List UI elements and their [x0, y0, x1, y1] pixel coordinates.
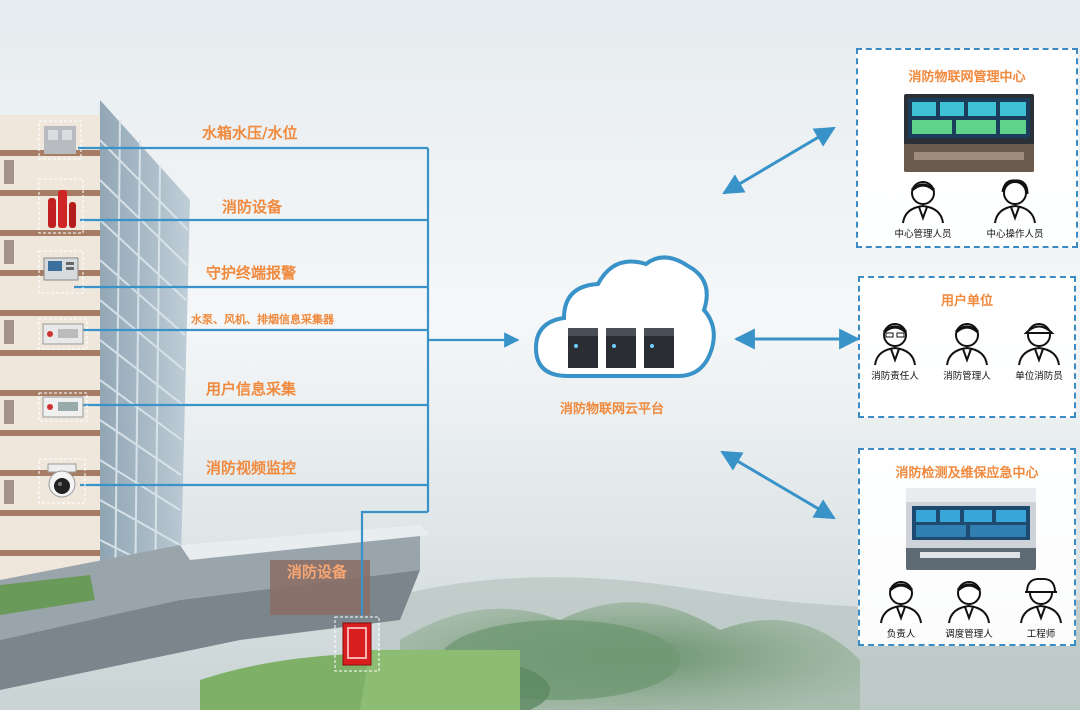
- fire-equipment-icon: [38, 178, 84, 234]
- label-user-info: 用户信息采集: [206, 380, 297, 398]
- person-icon: [994, 179, 1036, 224]
- person-leader: 负责人: [866, 578, 936, 640]
- user-info-device-icon: [38, 392, 88, 422]
- monitoring-room-image: [906, 488, 1036, 570]
- person-engineer: 工程师: [1006, 578, 1076, 640]
- panel-title: 消防检测及维保应急中心: [895, 466, 1039, 481]
- cloud-server-icon: [533, 255, 716, 378]
- person-icon: [946, 323, 988, 366]
- water-tank-icon: [38, 120, 82, 160]
- person-role: 负责人: [886, 629, 916, 640]
- person-icon: [1018, 323, 1060, 366]
- person-fire-responsible: 消防责任人: [860, 320, 930, 382]
- person-icon: [948, 581, 990, 624]
- person-icon: [1020, 578, 1062, 624]
- person-icon: [874, 323, 916, 366]
- person-icon: [880, 581, 922, 624]
- person-role: 工程师: [1026, 629, 1056, 640]
- label-fire-equipment: 消防设备: [222, 198, 283, 216]
- panel-management-center: 消防物联网管理中心 中心管理人员 中心操作人员: [856, 48, 1078, 248]
- link-building-equipment: [360, 510, 428, 615]
- panel-title: 消防物联网管理中心: [908, 70, 1026, 85]
- person-icon: [902, 181, 944, 224]
- person-role: 单位消防员: [1015, 371, 1063, 382]
- panel-maintenance-center: 消防检测及维保应急中心 负责人 调度管理人: [858, 448, 1076, 646]
- person-center-manager: 中心管理人员: [888, 178, 958, 240]
- label-camera: 消防视频监控: [206, 459, 297, 477]
- label-collector: 水泵、风机、排烟信息采集器: [191, 313, 334, 326]
- fire-cabinet-icon: [334, 616, 380, 672]
- camera-icon: [38, 458, 86, 504]
- person-unit-firefighter: 单位消防员: [1004, 320, 1074, 382]
- control-room-image: [904, 94, 1034, 172]
- person-role: 消防管理人: [943, 371, 991, 382]
- person-fire-manager: 消防管理人: [932, 320, 1002, 382]
- label-alarm-terminal: 守护终端报警: [206, 264, 297, 282]
- person-role: 消防责任人: [871, 371, 919, 382]
- arrow-management-center: [722, 126, 836, 195]
- alarm-terminal-icon: [38, 250, 84, 294]
- person-center-operator: 中心操作人员: [980, 178, 1050, 240]
- label-water-tank: 水箱水压/水位: [202, 124, 298, 142]
- person-role: 调度管理人: [945, 629, 993, 640]
- person-role: 中心操作人员: [986, 229, 1044, 240]
- panel-title: 用户单位: [940, 294, 993, 309]
- label-building-equipment: 消防设备: [287, 563, 348, 581]
- arrow-maintenance-center: [720, 450, 836, 520]
- collector-icon: [38, 318, 88, 350]
- cloud-platform-label: 消防物联网云平台: [560, 402, 665, 417]
- person-role: 中心管理人员: [894, 229, 952, 240]
- person-dispatcher: 调度管理人: [934, 578, 1004, 640]
- panel-user-unit: 用户单位 消防责任人 消防管理人 单位消防员: [858, 276, 1076, 418]
